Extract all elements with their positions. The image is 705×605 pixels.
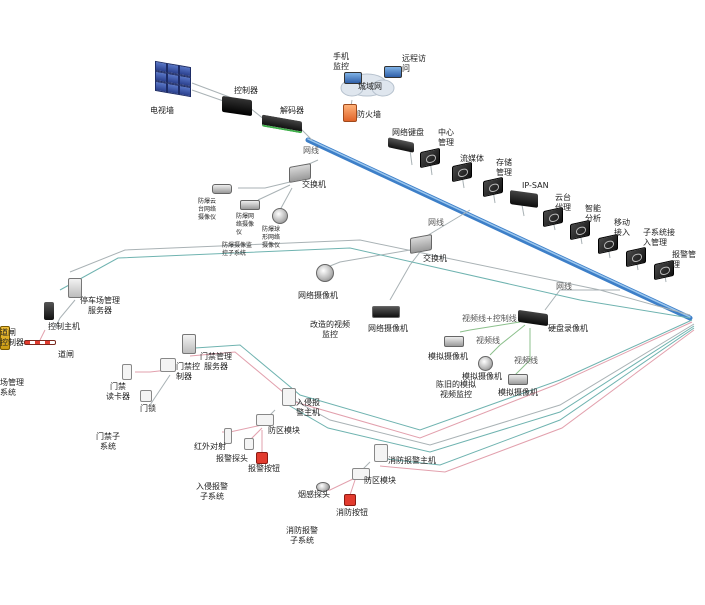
net-dome-label: 网络摄像机	[298, 291, 338, 300]
fire-button-label: 消防按钮	[336, 508, 368, 517]
gate-ctrl-label: 道闸 控制器	[0, 328, 24, 347]
alarm-probe-icon	[244, 438, 254, 450]
dvr-label: 硬盘录像机	[548, 324, 588, 333]
card-reader-icon	[122, 364, 132, 380]
ptz-net-cam-label: 防爆云 台网络 摄像仪	[198, 198, 217, 221]
fire-cable	[377, 327, 695, 466]
tvwall-cable	[191, 82, 233, 99]
gate-ctrl-icon	[0, 326, 10, 350]
analog-cam-3-icon	[508, 374, 528, 385]
wire-net-label-3: 网线	[556, 282, 572, 291]
fire-host-icon	[374, 444, 388, 462]
parking-cable	[69, 239, 691, 316]
streaming-label: 流媒体	[460, 154, 484, 163]
barrier-arm-icon	[24, 340, 56, 345]
network-backbone	[305, 137, 693, 321]
ptz-net-cam-icon	[212, 184, 232, 194]
firewall-label: 防火墙	[357, 110, 381, 119]
firewall-icon	[343, 104, 357, 122]
intrusion-sub-label: 入侵报警 子系统	[196, 482, 228, 501]
access-sub-label: 门禁子 系统	[96, 432, 120, 451]
decoder-label: 解码器	[280, 106, 304, 115]
access-server-icon	[182, 334, 196, 354]
parking-server-icon	[68, 278, 82, 298]
ip-san-label: IP-SAN	[522, 181, 549, 190]
alarm-button-label: 报警按钮	[248, 464, 280, 473]
wire-net-label-1: 网线	[303, 146, 319, 155]
explosion-cam-label: 防爆网 络摄像 仪	[236, 213, 255, 236]
access-server-label: 门禁管理 服务器	[200, 352, 232, 371]
zone-module-1-label: 防区模块	[268, 426, 300, 435]
video-ctrl-line-label: 视频线+控制线	[462, 314, 517, 323]
fire-host-label: 消防报警主机	[388, 456, 436, 465]
gate-host-icon	[44, 302, 54, 320]
analog-cam-2-icon	[478, 356, 493, 371]
intrusion-host-icon	[282, 388, 296, 406]
zone-module-2-label: 防区模块	[364, 476, 396, 485]
old-analog-label: 陈旧的模拟 视频监控	[436, 380, 476, 399]
ir-beam-label: 红外对射	[194, 442, 226, 451]
analog-cam-1-label: 模拟摄像机	[428, 352, 468, 361]
analog-cam-3-label: 模拟摄像机	[498, 388, 538, 397]
barrier-label: 道闸	[58, 350, 74, 359]
parking-sub-label: 场管理 系统	[0, 378, 24, 397]
analog-cam-1-icon	[444, 336, 464, 347]
tv-wall	[155, 60, 191, 104]
video-line-1-label: 视频线	[476, 336, 500, 345]
alarm-mgmt-label: 报警管 理	[672, 250, 696, 269]
card-reader-label: 门禁 读卡器	[106, 382, 130, 401]
access-ctrl-icon	[160, 358, 176, 372]
zone-module-1-icon	[256, 414, 274, 426]
mobile-access-label: 移动 接入	[614, 218, 630, 237]
fire-sub-label: 消防报警 子系统	[286, 526, 318, 545]
alarm-button-icon	[256, 452, 268, 464]
explosion-dome-icon	[272, 208, 288, 224]
door-lock-icon	[140, 390, 152, 402]
smart-analysis-label: 智能 分析	[585, 204, 601, 223]
access-cable	[194, 319, 693, 431]
intrusion-cable	[284, 323, 695, 446]
wire-net-label-2: 网线	[428, 218, 444, 227]
center-mgmt-label: 中心 管理	[438, 128, 454, 147]
wan-label: 城域网	[358, 82, 382, 91]
tv-wall-label: 电视墙	[150, 106, 174, 115]
alarm-probe-label: 报警探头	[216, 454, 248, 463]
net-dome-camera	[316, 264, 334, 282]
smoke-probe-icon	[316, 482, 330, 492]
smoke-probe-label: 烟感探头	[298, 490, 330, 499]
subsystem-access-label: 子系统接 入管理	[643, 228, 675, 247]
parking-server-label: 停车场管理 服务器	[80, 296, 120, 315]
explosion-sub-label: 防爆摄像监 控子系统	[222, 242, 253, 257]
network-keyboard-label: 网络键盘	[392, 128, 424, 137]
fire-button-icon	[344, 494, 356, 506]
ptz-proxy-label: 云台 代理	[555, 193, 571, 212]
analog-cam-2-label: 模拟摄像机	[462, 372, 502, 381]
remote-access-label: 远程访 问	[402, 54, 426, 73]
switch-1-label: 交换机	[302, 180, 326, 189]
net-box-camera	[372, 306, 400, 318]
mobile-monitor-label: 手机 监控	[333, 52, 349, 71]
zone-module-2-icon	[352, 468, 370, 480]
door-lock-label: 门锁	[140, 404, 156, 413]
video-line-2-label: 视频线	[514, 356, 538, 365]
explosion-cam-icon	[240, 200, 260, 210]
net-cam-label: 网络摄像机	[368, 324, 408, 333]
controller-label: 控制器	[234, 86, 258, 95]
access-ctrl-label: 门禁控 制器	[176, 362, 200, 381]
gate-host-label: 控制主机	[48, 322, 80, 331]
retrofit-label: 改造的视频 监控	[310, 320, 350, 339]
remote-laptop-icon	[384, 66, 402, 78]
switch-2-label: 交换机	[423, 254, 447, 263]
ir-beam-icon	[224, 428, 232, 444]
mobile-laptop-icon	[344, 72, 362, 84]
storage-mgmt-label: 存储 管理	[496, 158, 512, 177]
explosion-dome-label: 防爆球 形网络 摄像仪	[262, 226, 281, 249]
intrusion-host-label: 入侵报 警主机	[296, 398, 320, 417]
